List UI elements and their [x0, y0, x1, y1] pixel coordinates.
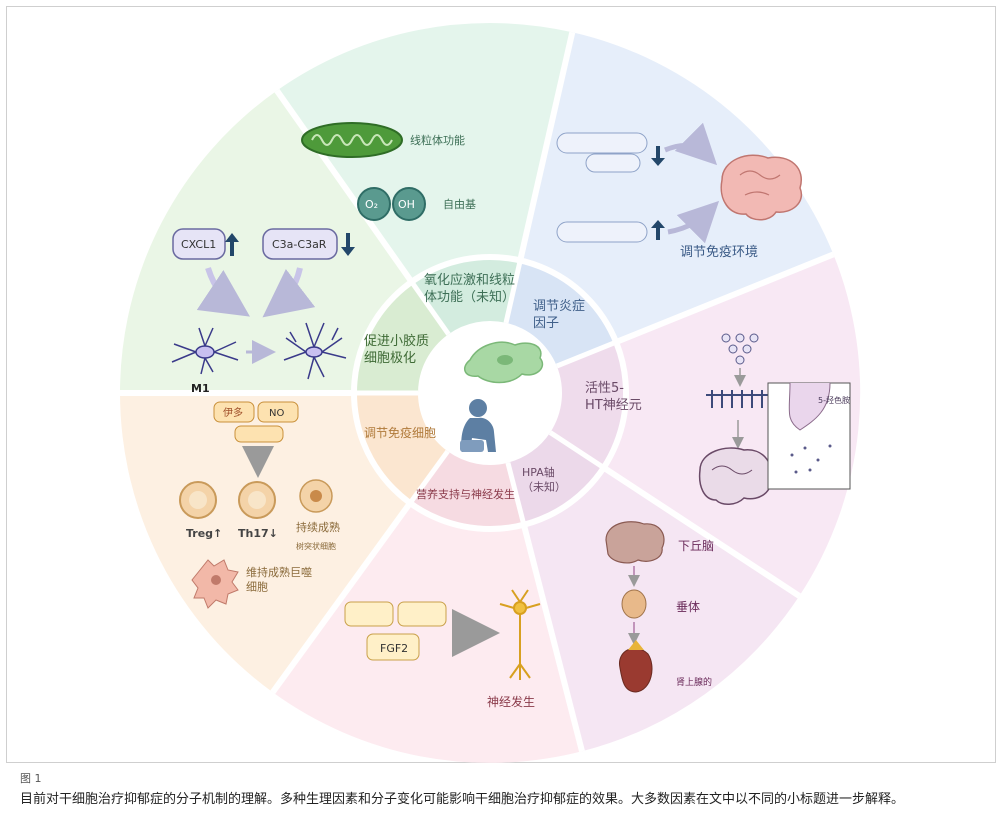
depressed-person-icon: [460, 399, 496, 452]
inner-inflammation: [506, 261, 616, 367]
inner-label-oxidative: 氧化应激和线粒体功能（未知）: [424, 272, 515, 305]
no-box: [257, 401, 299, 423]
fgf2-box: [366, 633, 420, 661]
svg-text:OH: OH: [398, 198, 415, 211]
mitochondrion-icon: [301, 122, 403, 158]
serotonin-label: 5-羟色胺: [818, 395, 850, 405]
sector-trophic-outer: [272, 502, 582, 763]
inner-serotonin: [550, 342, 626, 468]
mechanism-diagram: 氧化应激和线粒体功能（未知） 调节炎症因子 活性5-HT神经元 HPA轴（未知）…: [120, 23, 861, 763]
inner-label-microglia: 促进小胶质细胞极化: [364, 333, 429, 366]
factor-box-3: [234, 425, 284, 443]
inner-label-serotonin: 活性5-HT神经元: [585, 381, 642, 413]
inner-label-trophic: 营养支持与神经发生: [416, 487, 515, 501]
ido-label: 伊多: [223, 406, 243, 419]
serotonin-molecules: [721, 333, 759, 365]
down-arrow-icon: [341, 233, 355, 256]
sector-dividers: [120, 31, 835, 753]
inner-label-inflammation: 调节炎症因子: [533, 299, 585, 331]
oh-icon: OH: [392, 187, 426, 221]
inner-hpa: [507, 432, 603, 524]
receptor-icon: [706, 390, 768, 408]
inner-microglia: [355, 282, 449, 393]
inner-dividers: [355, 260, 617, 525]
no-label: NO: [269, 408, 284, 419]
ido-box: [213, 401, 255, 423]
treg-label: Treg↑: [186, 527, 222, 540]
up-arrow-icon: [651, 220, 665, 240]
inner-label-hpa: HPA轴（未知）: [522, 465, 566, 493]
th17-label: Th17↓: [238, 527, 278, 540]
caption-text: 目前对干细胞治疗抑郁症的分子机制的理解。多种生理因素和分子变化可能影响干细胞治疗…: [20, 792, 905, 807]
hypothalamus-label: 下丘脑: [678, 539, 714, 553]
c3a-label: C3a-C3aR: [272, 238, 327, 251]
m1-label: M1: [191, 382, 210, 395]
synapse-dots: [790, 444, 832, 474]
inner-label-immune-cells: 调节免疫细胞: [364, 425, 436, 440]
factor-box-1: [344, 601, 394, 627]
c3a-box: [262, 228, 338, 260]
cxcl1-label: CXCL1: [181, 238, 216, 251]
pituitary-label: 垂体: [676, 600, 700, 614]
hypothalamus-brain-icon: [605, 521, 665, 564]
down-arrow-icon: [651, 146, 665, 166]
dendritic-cell-icon: [299, 479, 333, 513]
microglia-m2-icon: [283, 322, 347, 380]
brain-icon: [720, 154, 803, 221]
up-arrow-icon: [225, 233, 239, 256]
sector-immune-cells-outer: [120, 393, 411, 693]
figure-caption: 图 1 目前对干细胞治疗抑郁症的分子机制的理解。多种生理因素和分子变化可能影响干…: [20, 770, 985, 807]
sustain-maturation-label: 持续成熟: [296, 520, 340, 534]
cytokine-box-3: [556, 221, 648, 243]
radical-label: 自由基: [443, 197, 476, 211]
sector-hpa-outer: [523, 467, 800, 752]
cxcl1-box: [172, 228, 226, 260]
mito-label: 线粒体功能: [410, 133, 465, 147]
adrenal-icon: [619, 640, 653, 693]
cytokine-box-1: [556, 132, 648, 154]
microglia-m1-icon: [171, 327, 239, 375]
cytokine-box-2: [585, 153, 641, 173]
svg-text:O₂: O₂: [365, 198, 378, 211]
inner-oxidative: [412, 258, 520, 335]
factor-box-2: [397, 601, 447, 627]
macrophage-icon: [191, 559, 239, 609]
sector-serotonin-outer: [602, 254, 861, 596]
adrenal-label: 肾上腺的: [676, 676, 712, 688]
treg-cell-icon: [179, 481, 217, 519]
brain-sagittal-icon: [698, 447, 772, 505]
caption-label: 图 1: [20, 772, 42, 785]
th17-cell-icon: [238, 481, 276, 519]
sector-inflammation-outer: [520, 32, 834, 343]
immune-env-label: 调节免疫环境: [680, 244, 758, 260]
o2-icon: O₂: [357, 187, 391, 221]
pituitary-icon: [621, 589, 647, 619]
inner-immune-cells: [355, 393, 448, 503]
neurogenesis-label: 神经发生: [487, 694, 535, 709]
sector-oxidative-outer: [276, 23, 573, 283]
fgf2-label: FGF2: [380, 642, 408, 655]
inner-trophic: [410, 451, 524, 528]
neuron-icon: [499, 589, 541, 680]
dendritic-label: 树突状细胞: [296, 541, 336, 551]
